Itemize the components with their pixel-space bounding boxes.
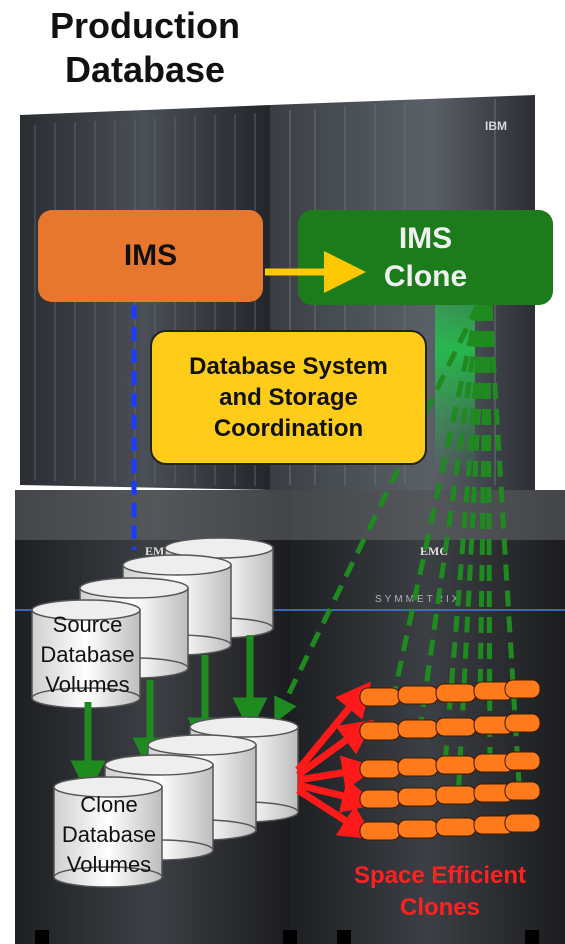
- title-line-1: Production: [50, 5, 240, 46]
- coordination-line-3: Coordination: [213, 415, 364, 442]
- clone-label-line-3: Volumes: [66, 852, 152, 877]
- source-label-line-2: Database: [40, 642, 135, 667]
- sec-label-line-2: Clones: [399, 894, 480, 921]
- coordination-box: Database System and Storage Coordination: [150, 330, 427, 465]
- storage-logo-badge-right: EMC: [420, 544, 448, 558]
- server-logo-badge: IBM: [485, 119, 507, 133]
- ims-clone-line-1: IMS: [398, 221, 453, 255]
- ims-clone-line-2: Clone: [383, 259, 468, 293]
- coordination-line-1: Database System: [189, 353, 388, 380]
- sec-label-line-1: Space Efficient: [353, 862, 527, 889]
- clone-volumes-label: Clone Database Volumes: [50, 790, 168, 880]
- ims-box-label: IMS: [123, 239, 178, 272]
- storage-brand-label: SYMMETRIX: [375, 594, 461, 605]
- space-efficient-clones-label: Space Efficient Clones: [320, 860, 560, 924]
- ims-clone-box: IMS Clone: [298, 210, 553, 305]
- clone-label-line-2: Database: [61, 822, 157, 847]
- page-title: Production Database: [20, 4, 270, 92]
- source-label-line-3: Volumes: [45, 672, 130, 697]
- title-line-2: Database: [64, 49, 226, 90]
- storage-logo-badge-left: EMC: [145, 544, 173, 558]
- source-label-line-1: Source: [52, 612, 123, 637]
- ims-box: IMS: [38, 210, 263, 302]
- clone-label-line-1: Clone: [80, 792, 138, 817]
- coordination-line-2: and Storage: [219, 384, 358, 411]
- source-volumes-label: Source Database Volumes: [30, 610, 145, 700]
